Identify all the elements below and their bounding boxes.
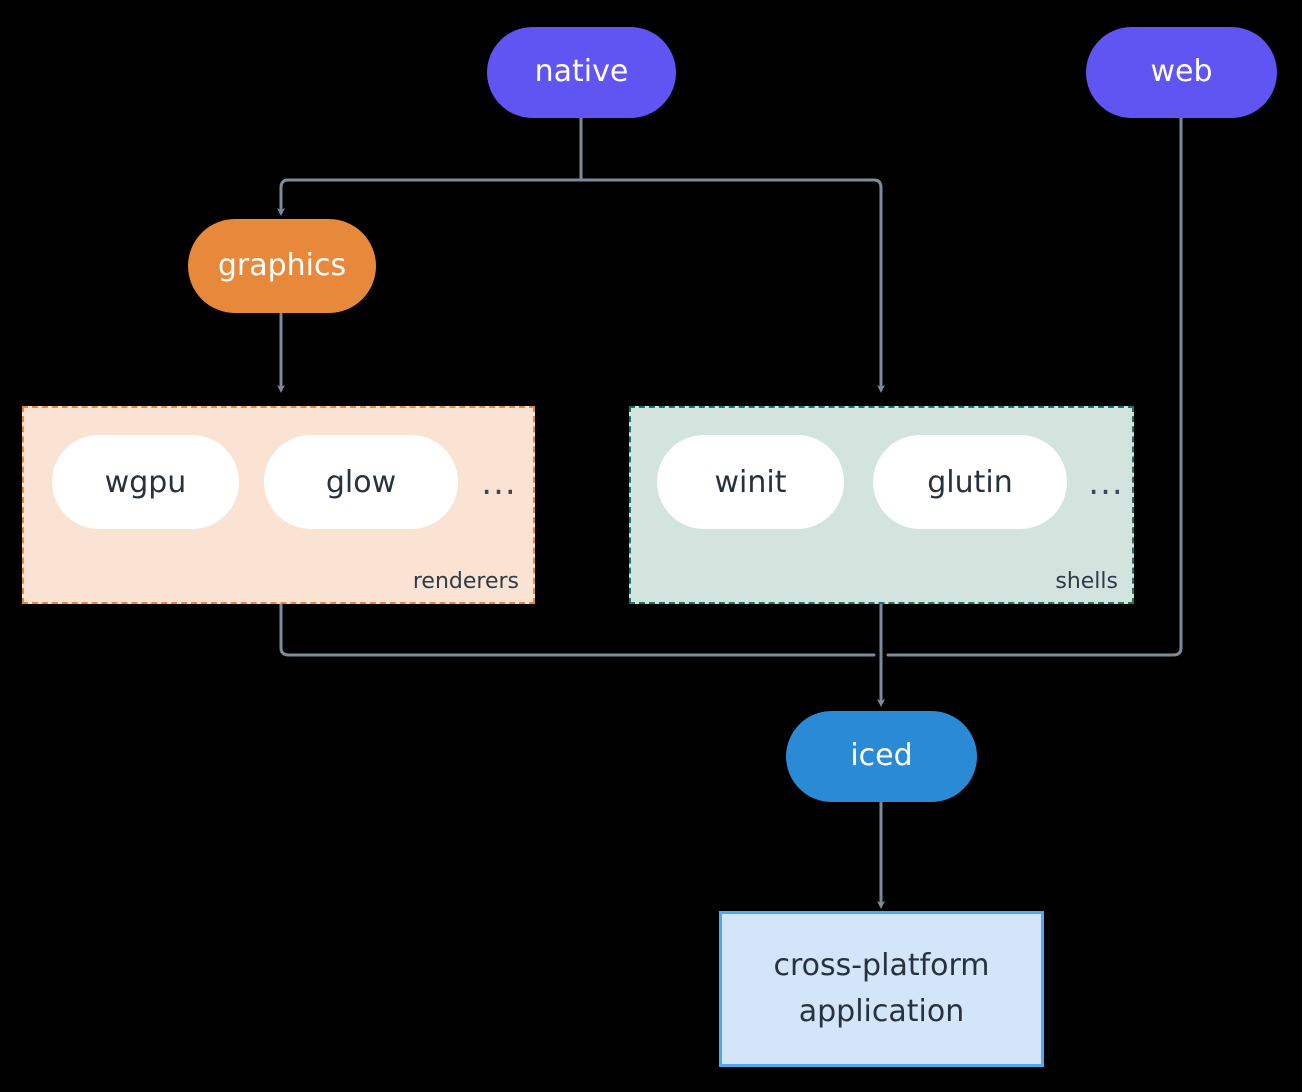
- node-graphics-label: graphics: [217, 247, 347, 283]
- node-native-label: native: [534, 54, 629, 90]
- edge-native-graphics: [277, 178, 583, 216]
- node-web[interactable]: web: [1086, 27, 1277, 118]
- node-application[interactable]: cross-platform application: [719, 911, 1044, 1067]
- node-iced-label: iced: [850, 738, 913, 774]
- group-renderers-overflow-ellipsis: ...: [481, 463, 517, 503]
- node-iced[interactable]: iced: [786, 711, 977, 802]
- group-item-glow[interactable]: glow: [264, 435, 458, 529]
- group-item-wgpu[interactable]: wgpu: [52, 435, 239, 529]
- group-item-wgpu-label: wgpu: [104, 464, 187, 500]
- group-item-glutin[interactable]: glutin: [873, 435, 1067, 529]
- group-item-winit[interactable]: winit: [657, 435, 844, 529]
- group-item-winit-label: winit: [714, 464, 787, 500]
- node-native[interactable]: native: [487, 27, 676, 118]
- node-web-label: web: [1150, 54, 1213, 90]
- edge-renderers-iced: [279, 602, 876, 657]
- group-shells-label: shells: [1055, 569, 1118, 594]
- group-item-glow-label: glow: [325, 464, 397, 500]
- node-application-label-line2: application: [798, 994, 965, 1029]
- group-renderers-label: renderers: [412, 569, 519, 594]
- node-graphics[interactable]: graphics: [188, 219, 376, 313]
- node-application-label-line1: cross-platform: [773, 947, 990, 983]
- group-shells-overflow-ellipsis: ...: [1088, 463, 1124, 503]
- group-item-glutin-label: glutin: [927, 464, 1013, 500]
- group-shells: winit glutin ... shells: [629, 406, 1134, 604]
- edge-native-shells: [579, 178, 885, 393]
- group-renderers: wgpu glow ... renderers: [22, 406, 535, 604]
